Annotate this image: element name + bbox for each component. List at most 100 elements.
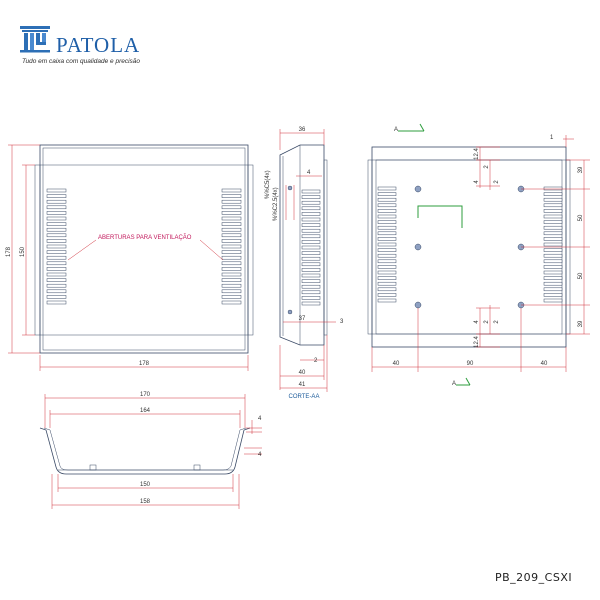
vent-slot xyxy=(377,237,397,241)
dim-side-4: 4 xyxy=(307,170,311,176)
vent-slot xyxy=(46,244,67,249)
mounting-hole xyxy=(414,185,422,193)
vent-slot xyxy=(543,220,563,224)
section-mark-bottom: A xyxy=(452,381,456,387)
vent-slot xyxy=(301,212,321,216)
dim-bottom-4: 4 xyxy=(258,452,262,458)
vent-slot xyxy=(301,195,321,199)
vent-slot xyxy=(46,194,67,198)
vent-slot xyxy=(377,248,397,252)
vent-slot xyxy=(301,200,321,205)
vent-slot xyxy=(543,265,563,269)
mounting-hole xyxy=(414,301,422,309)
dim-rear-2c: 2 xyxy=(484,320,490,324)
vent-slot xyxy=(377,225,397,230)
front-left-vent-slots xyxy=(46,188,67,305)
dim-bottom-170: 170 xyxy=(140,392,151,398)
vent-slot xyxy=(221,278,242,282)
vent-slot xyxy=(46,295,67,299)
bottom-section-view: 170 164 4 4 150 158 xyxy=(39,392,262,509)
vent-slot xyxy=(543,186,563,191)
vent-slot xyxy=(221,227,242,232)
dim-side-top: 36 xyxy=(299,127,306,133)
dim-rear-2a: 2 xyxy=(484,165,490,169)
vent-slot xyxy=(377,186,397,191)
dim-rear-12b: 12.4 xyxy=(474,336,480,348)
vent-slot xyxy=(46,211,67,215)
dim-rear-39b: 39 xyxy=(578,320,584,327)
vent-slot xyxy=(46,261,67,266)
dim-side-41: 41 xyxy=(299,382,306,388)
vent-slot xyxy=(221,188,242,193)
front-view: ABERTURAS PARA VENTILAÇÃO 178 150 178 xyxy=(6,144,254,371)
vent-slot xyxy=(221,255,242,260)
rear-view: A A 39 50 50 39 1 12.4 4 2 2 xyxy=(367,123,590,387)
dim-rear-50a: 50 xyxy=(578,214,584,221)
vent-slot xyxy=(377,281,397,286)
vent-slot xyxy=(221,216,242,221)
mounting-holes xyxy=(414,185,525,309)
vent-slot xyxy=(543,281,563,286)
vent-slot xyxy=(377,192,397,196)
vent-slot xyxy=(543,293,563,297)
vent-slot xyxy=(46,283,67,288)
vent-slot xyxy=(221,250,242,254)
vent-slot xyxy=(46,300,67,305)
dim-rear-2b: 2 xyxy=(494,180,500,184)
vent-slot xyxy=(543,276,563,280)
vent-slot xyxy=(377,220,397,224)
vent-slot xyxy=(221,300,242,305)
vent-slot xyxy=(543,259,563,264)
vent-slot xyxy=(221,233,242,238)
vent-slot xyxy=(543,214,563,219)
vent-slot xyxy=(221,194,242,198)
vent-slot xyxy=(377,287,397,292)
vent-slot xyxy=(377,203,397,208)
vent-slot xyxy=(301,206,321,211)
vent-slot xyxy=(46,289,67,294)
dim-rear-40a: 40 xyxy=(393,361,400,367)
vent-slot xyxy=(543,237,563,241)
vent-slot xyxy=(221,295,242,299)
brand-tagline: Tudo em caixa com qualidade e precisão xyxy=(22,58,140,65)
ventilation-note: ABERTURAS PARA VENTILAÇÃO xyxy=(98,234,192,241)
vent-slot xyxy=(543,192,563,196)
vent-slot xyxy=(301,240,321,244)
product-code: PB_209_CSXI xyxy=(495,571,572,584)
vent-slot xyxy=(46,272,67,277)
vent-slot xyxy=(377,209,397,213)
vent-slot xyxy=(377,293,397,297)
vent-slot xyxy=(46,255,67,260)
vent-slot xyxy=(46,205,67,210)
side-view: 36 4 %%C5(4x) %%C2.5(4x) 37 3 2 40 41 CO… xyxy=(265,127,344,400)
vent-slot xyxy=(301,279,321,283)
side-vent-slots xyxy=(301,189,321,306)
vent-slot xyxy=(543,270,563,275)
vent-slot xyxy=(301,284,321,289)
dim-rear-12a: 12.4 xyxy=(474,148,480,160)
vent-slot xyxy=(301,234,321,239)
dim-front-height: 178 xyxy=(6,246,12,257)
dim-rear-39a: 39 xyxy=(578,166,584,173)
vent-slot xyxy=(221,239,242,243)
dim-rear-90: 90 xyxy=(467,361,474,367)
vent-slot xyxy=(46,216,67,221)
vent-slot xyxy=(221,261,242,266)
dim-rear-50b: 50 xyxy=(578,272,584,279)
vent-slot xyxy=(221,244,242,249)
vent-slot xyxy=(377,253,397,258)
vent-slot xyxy=(46,199,67,204)
vent-slot xyxy=(46,267,67,271)
dim-bottom-158: 158 xyxy=(140,499,151,505)
patola-logo: PATOLA Tudo em caixa com qualidade e pre… xyxy=(20,26,140,65)
vent-slot xyxy=(301,228,321,233)
dim-side-40: 40 xyxy=(299,370,306,376)
vent-slot xyxy=(543,253,563,258)
dim-rear-40b: 40 xyxy=(541,361,548,367)
vent-slot xyxy=(377,270,397,275)
vent-slot xyxy=(46,239,67,243)
vent-slot xyxy=(301,217,321,222)
vent-slot xyxy=(221,211,242,215)
vent-slot xyxy=(46,227,67,232)
